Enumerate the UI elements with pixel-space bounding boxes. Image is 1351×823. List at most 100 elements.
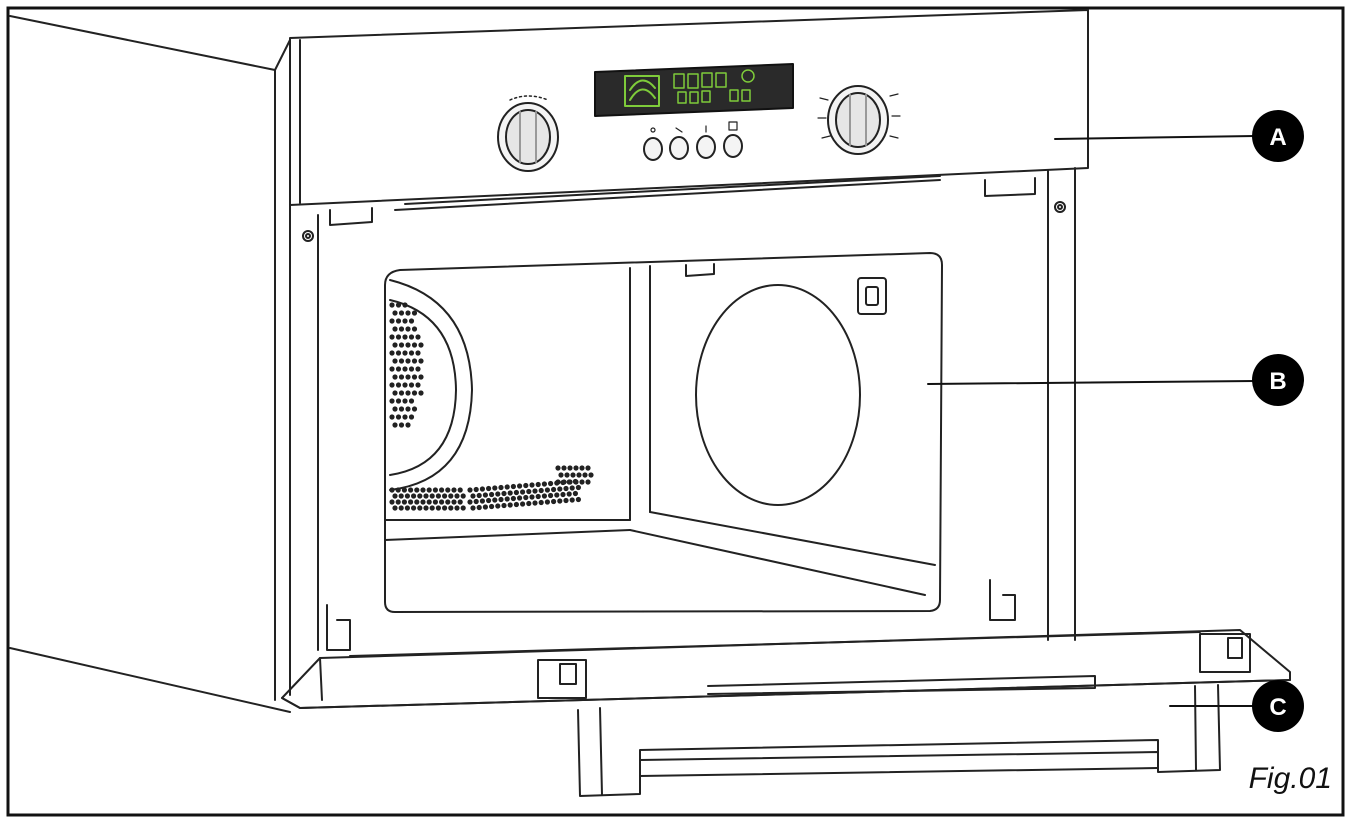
- vent-hole: [395, 350, 402, 356]
- leader-lines: [927, 135, 1256, 707]
- callout-a: A: [1252, 110, 1304, 162]
- vent-hole: [389, 334, 395, 340]
- vent-hole: [417, 493, 423, 499]
- vent-hole: [429, 493, 435, 499]
- vent-hole: [588, 472, 594, 478]
- vent-hole: [395, 398, 402, 404]
- vent-hole: [408, 382, 415, 388]
- control-panel: [289, 9, 1089, 211]
- vent-hole: [392, 326, 398, 332]
- vent-hole: [561, 479, 567, 485]
- vent-hole: [448, 505, 454, 511]
- vent-hole: [467, 499, 473, 505]
- vent-hole: [395, 382, 402, 388]
- vent-hole: [473, 498, 479, 505]
- vent-hole: [418, 342, 424, 348]
- vent-hole: [402, 414, 408, 420]
- vent-hole: [415, 334, 421, 340]
- vent-hole: [405, 390, 411, 396]
- vent-hole: [541, 481, 548, 487]
- vent-hole: [408, 318, 415, 324]
- vent-hole: [389, 398, 395, 404]
- vent-hole: [405, 422, 411, 428]
- vent-hole: [575, 496, 582, 503]
- vent-hole: [498, 484, 504, 491]
- vent-hole: [558, 472, 564, 478]
- vent-hole: [544, 499, 551, 505]
- vent-hole: [404, 493, 410, 499]
- vent-hole: [392, 342, 398, 348]
- vent-hole: [579, 479, 585, 485]
- vent-hole: [411, 374, 418, 380]
- vent-hole: [457, 487, 463, 493]
- vent-hole: [560, 491, 566, 498]
- figure-border: [6, 6, 1345, 817]
- vent-hole: [532, 500, 538, 506]
- vent-hole: [392, 374, 398, 380]
- vent-hole: [457, 499, 463, 505]
- vent-hole: [555, 479, 561, 485]
- vent-hole: [405, 358, 411, 364]
- vent-hole: [573, 479, 579, 485]
- vent-hole: [439, 487, 445, 493]
- vent-hole: [389, 382, 395, 388]
- callout-c-label: C: [1269, 694, 1286, 721]
- vent-hole: [417, 505, 423, 511]
- vent-hole: [573, 465, 579, 471]
- vent-hole: [402, 334, 408, 340]
- vent-hole: [404, 505, 410, 511]
- vent-hole: [535, 481, 541, 488]
- vent-hole: [567, 465, 573, 471]
- vent-hole: [389, 414, 395, 420]
- vent-hole: [408, 414, 415, 420]
- vent-hole: [585, 479, 591, 485]
- vent-hole: [507, 502, 513, 508]
- vent-hole: [392, 505, 398, 511]
- vent-hole: [538, 487, 544, 494]
- vent-hole: [402, 318, 408, 324]
- vent-hole: [426, 499, 432, 505]
- right-knob: [817, 85, 901, 155]
- vent-hole: [532, 488, 538, 494]
- vent-hole: [414, 487, 420, 493]
- vent-hole: [507, 490, 513, 496]
- vent-hole: [408, 398, 415, 404]
- vent-hole: [420, 499, 426, 505]
- vent-hole: [476, 504, 482, 511]
- vent-hole: [529, 482, 535, 488]
- vent-hole: [520, 501, 526, 507]
- vent-hole: [392, 406, 398, 412]
- vent-hole: [411, 406, 418, 412]
- oven-cavity: [384, 252, 943, 613]
- vent-hole: [395, 318, 402, 324]
- vent-hole: [517, 495, 523, 501]
- vent-hole: [575, 484, 582, 491]
- vent-hole: [411, 342, 418, 348]
- vent-hole: [526, 500, 532, 507]
- vent-hole: [392, 422, 398, 428]
- vent-hole: [398, 493, 404, 499]
- vent-hole: [426, 487, 432, 493]
- vent-hole: [501, 502, 507, 509]
- vent-hole: [398, 358, 405, 364]
- vent-hole: [510, 483, 516, 490]
- vent-hole: [395, 487, 401, 493]
- vent-hole: [557, 498, 563, 504]
- vent-hole: [513, 501, 520, 508]
- vent-hole: [489, 503, 495, 510]
- vent-hole: [548, 480, 554, 487]
- vent-hole: [415, 366, 421, 372]
- vent-hole: [535, 493, 541, 500]
- vent-hole: [408, 499, 414, 505]
- vent-hole: [402, 398, 408, 404]
- vent-hole: [405, 310, 411, 316]
- vent-hole: [402, 302, 408, 308]
- vent-hole: [405, 374, 411, 380]
- vent-hole: [567, 479, 573, 485]
- vent-hole: [451, 499, 457, 505]
- callout-b: B: [1252, 354, 1304, 406]
- vent-hole: [401, 487, 407, 493]
- vent-hole: [554, 492, 560, 498]
- vent-hole: [482, 504, 488, 510]
